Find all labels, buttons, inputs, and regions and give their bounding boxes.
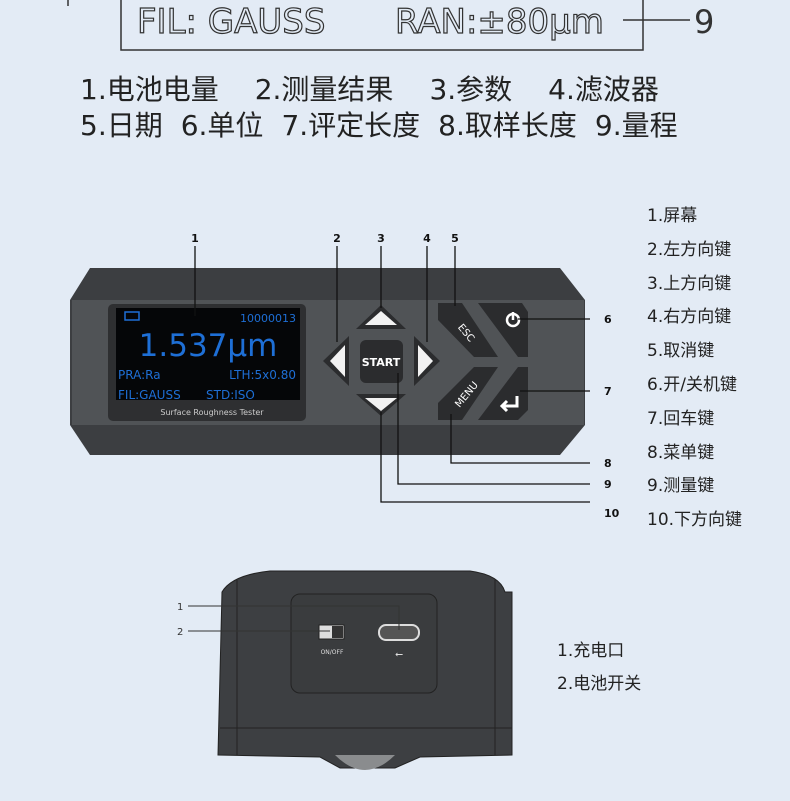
power-button[interactable] — [478, 303, 528, 357]
legend-item: 9.量程 — [594, 109, 678, 142]
screen-filter: FIL:GAUSS — [118, 388, 181, 402]
label-item: 2.左方向键 — [647, 239, 732, 260]
up-arrow-icon — [365, 311, 397, 325]
port-panel — [290, 593, 438, 694]
switch-label: ON/OFF — [321, 649, 344, 656]
usb-icon: ⭠ — [395, 649, 403, 660]
legend-item: 7.评定长度 — [281, 109, 421, 142]
label-item: 7.回车键 — [647, 408, 715, 429]
callout-8: 8 — [604, 457, 612, 470]
screen-length: LTH:5x0.80 — [229, 368, 296, 382]
menu-button[interactable] — [438, 367, 498, 420]
screen-value: 1.537μm — [139, 328, 278, 364]
esc-button[interactable] — [438, 303, 498, 357]
label-item: 6.开/关机键 — [647, 374, 737, 395]
down-arrow-icon — [365, 398, 397, 411]
legend-item: 2.测量结果 — [254, 73, 394, 106]
callout-9: 9 — [604, 478, 612, 491]
legend-item: 6.单位 — [180, 109, 264, 142]
callout-1: 1 — [177, 602, 183, 613]
range-text: RAN:±80μm — [395, 2, 604, 42]
right-arrow-icon — [418, 345, 433, 377]
label-item: 10.下方向键 — [647, 510, 743, 531]
front-label-list: 1.屏幕 2.左方向键 3.上方向键 4.右方向键 5.取消键 6.开/关机键 … — [647, 200, 742, 538]
callout-3: 3 — [377, 232, 385, 245]
screen-serial: 10000013 — [240, 312, 296, 325]
start-label: START — [362, 356, 401, 369]
legend-row-2: 5.日期 6.单位 7.评定长度 8.取样长度 9.量程 — [80, 104, 714, 144]
callout-6: 6 — [604, 313, 612, 326]
callout-7: 7 — [604, 385, 612, 398]
left-arrow-icon — [330, 345, 345, 377]
screen — [116, 308, 300, 400]
battery-icon — [124, 311, 140, 321]
device-bottom-diagram: ON/OFF ⭠ 1 2 — [177, 570, 513, 770]
legend-row-1: 1.电池电量 2.测量结果 3.参数 4.滤波器 — [80, 68, 695, 108]
model-label: Surface Roughness Tester — [160, 408, 264, 417]
label-item: 1.充电口 — [557, 641, 625, 661]
bottom-label-list: 1.充电口 2.电池开关 — [557, 635, 641, 701]
enter-icon — [499, 396, 519, 413]
label-item: 3.上方向键 — [647, 273, 732, 294]
display-frame — [120, 0, 644, 51]
wheel — [335, 755, 395, 770]
callout-4: 4 — [423, 232, 431, 245]
callout-2: 2 — [177, 627, 183, 638]
callout-5: 5 — [451, 232, 459, 245]
screen-param: PRA:Ra — [118, 368, 161, 382]
callout-10: 10 — [604, 507, 620, 520]
label-item: 4.右方向键 — [647, 307, 732, 328]
screen-standard: STD:ISO — [206, 388, 255, 402]
filter-text: FIL: GAUSS — [137, 2, 325, 42]
label-item: 1.屏幕 — [647, 206, 698, 226]
legend-item: 8.取样长度 — [438, 109, 577, 142]
legend-item: 1.电池电量 — [80, 73, 219, 106]
label-item: 5.取消键 — [647, 341, 715, 362]
callout-1: 1 — [191, 232, 199, 245]
legend-item: 4.滤波器 — [548, 73, 659, 106]
legend-item: 3.参数 — [429, 73, 513, 106]
label-item: 2.电池开关 — [557, 674, 642, 694]
start-button[interactable] — [360, 340, 403, 383]
callout-2: 2 — [333, 232, 341, 245]
device-front-diagram: 10000013 1.537μm PRA:Ra LTH:5x0.80 FIL:G… — [70, 232, 620, 520]
legend-item: 5.日期 — [80, 109, 163, 142]
label-item: 8.菜单键 — [647, 442, 715, 463]
top-display-diagram: FIL: GAUSS RAN:±80μm 9 — [67, 0, 714, 51]
label-item: 9.测量键 — [647, 476, 715, 497]
callout-9: 9 — [694, 3, 714, 41]
